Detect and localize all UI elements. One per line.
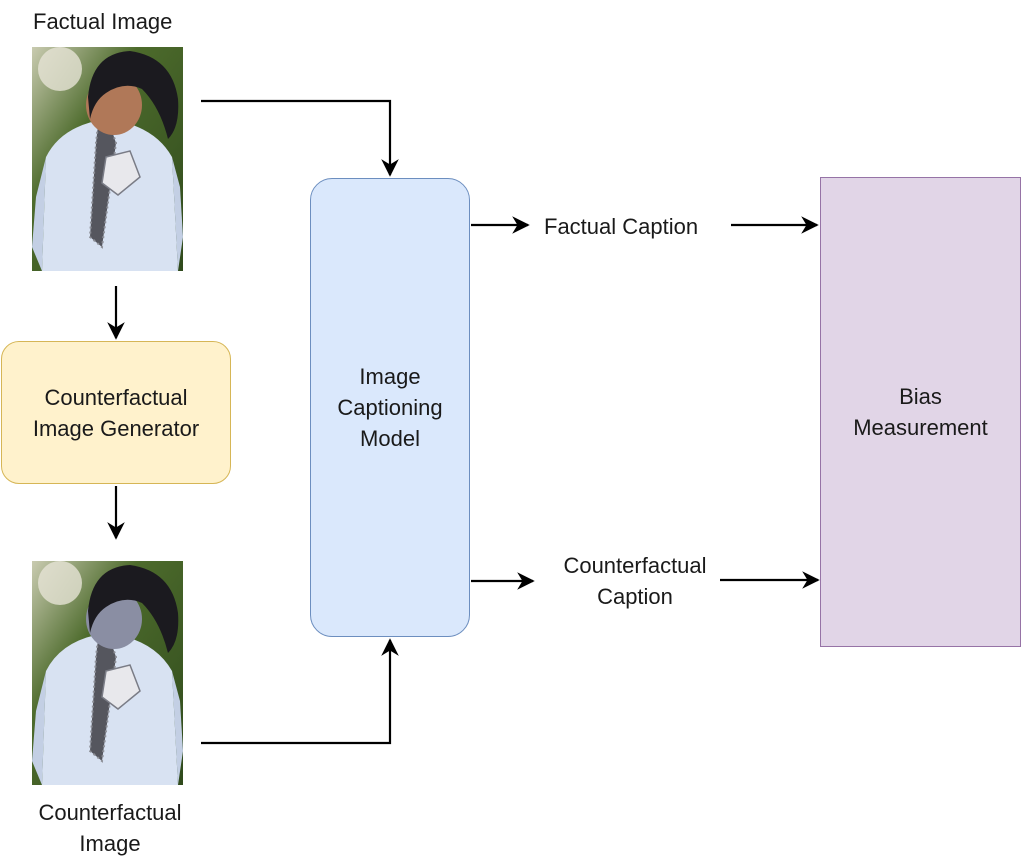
counterfactual-image-generator-box: Counterfactual Image Generator [1,341,231,484]
arrow-counterfactual-image-to-captioner [201,638,399,745]
bias-label: Bias Measurement [853,384,988,440]
factual-image [32,47,183,271]
arrow-factual-image-to-captioner [201,99,399,177]
image-captioning-model-box: Image Captioning Model [310,178,470,637]
counterfactual-caption-label: Counterfactual Caption [545,550,725,612]
factual-image-label: Factual Image [33,9,173,34]
bias-measurement-box: Bias Measurement [820,177,1021,647]
factual-caption-label: Factual Caption [540,211,703,242]
counterfactual-image-label: Counterfactual Image [38,800,182,856]
counterfactual-image [32,561,183,785]
captioner-label: Image Captioning Model [337,364,443,451]
generator-label: Counterfactual Image Generator [32,384,200,441]
